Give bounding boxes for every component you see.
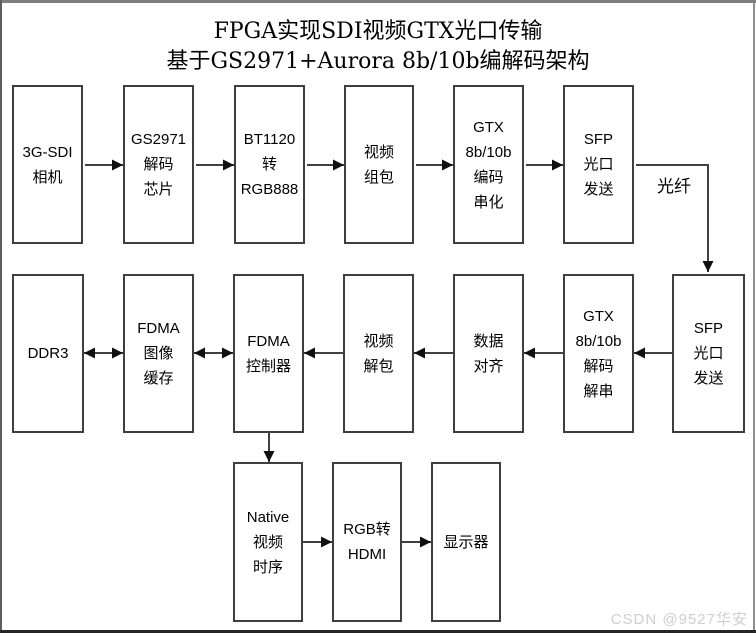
frame-border-left [0, 0, 2, 633]
block-3g-sdi-camera: 3G-SDI 相机 [12, 85, 83, 244]
block-video-pack: 视频 组包 [344, 85, 414, 244]
fiber-link-label: 光纤 [657, 177, 691, 197]
csdn-watermark: CSDN @9527华安 [610, 611, 748, 628]
block-rgb-to-hdmi: RGB转 HDMI [332, 462, 402, 622]
block-ddr3: DDR3 [12, 274, 84, 433]
frame-border-top [0, 0, 756, 3]
block-gs2971-decoder-chip: GS2971 解码 芯片 [123, 85, 194, 244]
diagram-title: FPGA实现SDI视频GTX光口传输 基于GS2971+Aurora 8b/10… [0, 17, 756, 77]
frame-border-bottom [0, 630, 756, 633]
block-gtx-8b10b-decode-deserialize: GTX 8b/10b 解码 解串 [563, 274, 634, 433]
diagram-title-line2: 基于GS2971+Aurora 8b/10b编解码架构 [166, 49, 590, 74]
block-fdma-controller: FDMA 控制器 [233, 274, 304, 433]
block-monitor: 显示器 [431, 462, 501, 622]
block-sfp-optical-tx: SFP 光口 发送 [563, 85, 634, 244]
block-video-unpack: 视频 解包 [343, 274, 414, 433]
block-data-align: 数据 对齐 [453, 274, 524, 433]
block-gtx-8b10b-encode-serialize: GTX 8b/10b 编码 串化 [453, 85, 524, 244]
block-bt1120-to-rgb888: BT1120 转 RGB888 [234, 85, 305, 244]
diagram-title-line1: FPGA实现SDI视频GTX光口传输 [213, 19, 543, 44]
block-native-video-timing: Native 视频 时序 [233, 462, 303, 622]
block-sfp-optical-rx: SFP 光口 发送 [672, 274, 745, 433]
frame-border-right [753, 3, 755, 633]
block-fdma-image-buffer: FDMA 图像 缓存 [123, 274, 194, 433]
